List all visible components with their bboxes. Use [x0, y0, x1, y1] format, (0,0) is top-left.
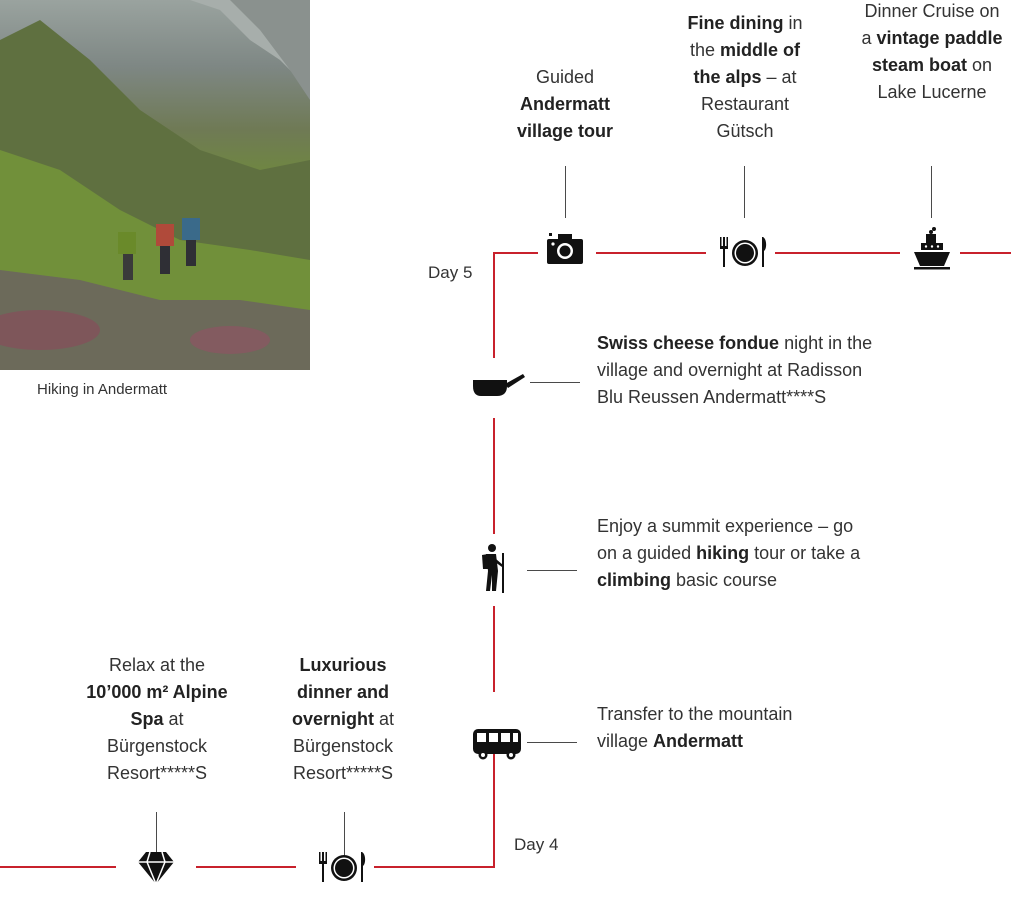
route-line-top-2 [775, 252, 900, 254]
text-segment: Guided [535, 67, 595, 87]
bold-text-segment: 10’000 m² Alpine Spa [86, 682, 228, 729]
connector-side-3 [527, 742, 577, 743]
route-line-vertical-1 [493, 252, 495, 358]
text-segment: on Lake Lucerne [877, 55, 993, 102]
route-line-top-1 [596, 252, 706, 254]
day-5-label: Day 5 [428, 263, 473, 282]
route-line-top-3 [960, 252, 1011, 254]
camera-icon [547, 233, 583, 264]
hiker-icon [482, 544, 504, 593]
route-line-bottom-1 [0, 866, 116, 868]
bus-icon [473, 729, 521, 760]
bold-text-segment: climbing [597, 570, 672, 590]
event-fine-dining-text: Fine dining in the middle of the alps – … [676, 10, 814, 145]
photo-caption: Hiking in Andermatt [37, 381, 168, 398]
route-line-bottom-2 [196, 866, 296, 868]
event-transfer-text: Transfer to the mountain village Anderma… [597, 701, 797, 755]
day-4-label: Day 4 [514, 835, 559, 854]
connector-side-1 [530, 382, 580, 383]
text-segment: Transfer to the mountain village [597, 704, 793, 751]
bold-text-segment: Fine dining [687, 13, 784, 33]
event-luxurious-dinner-text: Luxurious dinner and overnight at Bürgen… [270, 652, 416, 787]
text-segment: Relax at the [108, 655, 206, 675]
event-dinner-cruise-text: Dinner Cruise on a vintage paddle steam … [858, 0, 1006, 106]
dining-icon [319, 852, 366, 882]
bold-text-segment: hiking [696, 543, 750, 563]
connector-top-3 [931, 166, 932, 218]
route-line-vertical-2 [493, 418, 495, 534]
bold-text-segment: Luxurious dinner and overnight [291, 655, 389, 729]
fondue-pan-icon [473, 374, 525, 396]
bold-text-segment: Swiss cheese fondue [597, 333, 780, 353]
text-segment: Dinner Cruise on a [861, 1, 1000, 48]
text-segment: – at Restaurant Gütsch [700, 67, 797, 141]
text-segment: at Bürgenstock Resort*****S [292, 709, 395, 783]
dining-icon [720, 237, 767, 267]
connector-bottom-2 [344, 812, 345, 866]
route-line-vertical-4 [493, 748, 495, 868]
event-alpine-spa-text: Relax at the 10’000 m² Alpine Spa at Bür… [84, 652, 230, 787]
bold-text-segment: Andermatt [653, 731, 744, 751]
text-segment: basic course [671, 570, 778, 590]
route-line-vertical-3 [493, 606, 495, 692]
mountain-landscape-image [0, 0, 310, 370]
connector-bottom-1 [156, 812, 157, 866]
event-fondue-text: Swiss cheese fondue night in the village… [597, 330, 887, 411]
connector-side-2 [527, 570, 577, 571]
text-segment: night in the village and overnight at Ra… [597, 333, 873, 407]
bold-text-segment: vintage paddle steam boat [871, 28, 1003, 75]
hiking-photo [0, 0, 310, 370]
diamond-icon [138, 851, 174, 886]
text-segment: Enjoy a summit experience – go on a guid… [597, 516, 854, 563]
route-line-top-left [493, 252, 538, 254]
event-village-tour-text: Guided Andermatt village tour [500, 64, 630, 145]
text-segment: at Bürgenstock Resort*****S [106, 709, 208, 783]
event-hiking-text: Enjoy a summit experience – go on a guid… [597, 513, 867, 594]
connector-top-1 [565, 166, 566, 218]
text-segment: in the [689, 13, 803, 60]
route-line-bottom-3 [374, 866, 495, 868]
connector-top-2 [744, 166, 745, 218]
bold-text-segment: middle of the alps [693, 40, 801, 87]
bold-text-segment: Andermatt village tour [516, 94, 614, 141]
steamboat-icon [914, 227, 950, 270]
text-segment: tour or take a [749, 543, 861, 563]
